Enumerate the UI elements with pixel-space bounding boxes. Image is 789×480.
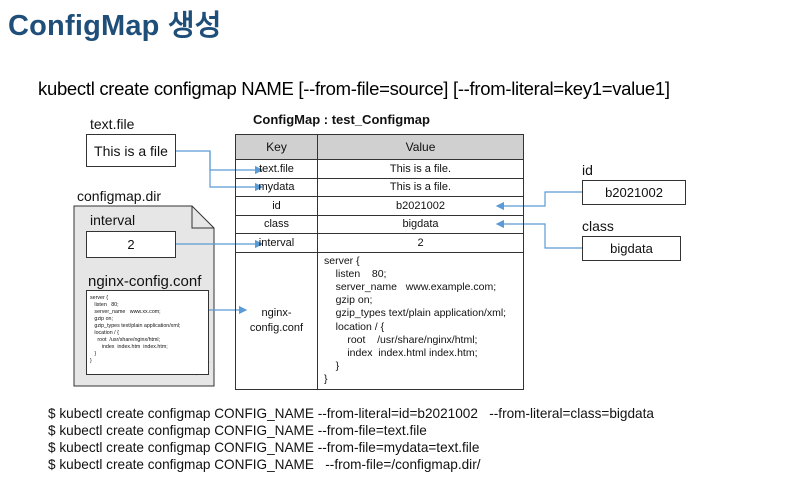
config-value: server { listen 80; server_name www.exam… [317,251,524,390]
row-value: b2021002 [317,196,524,216]
table-row: id b2021002 [235,196,524,216]
nginx-line: } [90,351,97,357]
nginx-line: server_name www.xx.com; [90,309,161,315]
interval-label: interval [90,212,136,228]
row-key: text.file [235,159,318,179]
nginx-line: gzip on; [90,316,113,322]
config-line: gzip_types text/plain application/xml; [324,307,507,320]
row-key: class [235,214,318,234]
nginx-line: listen 80; [90,302,119,308]
command-line: $ kubectl create configmap CONFIG_NAME -… [48,423,427,438]
page-title: ConfigMap 생성 [8,10,222,42]
config-key: nginx- config.conf [235,251,318,390]
table-row: mydata This is a file. [235,177,524,197]
class-box: bigdata [582,236,681,261]
nginx-line: server { [90,295,108,301]
config-line: root /usr/share/nginx/html; [324,333,478,346]
table-row: text.file This is a file. [235,159,524,179]
table-row-config: nginx- config.conf server { listen 80; s… [235,251,524,390]
config-line: } [324,373,328,386]
table-row: class bigdata [235,214,524,234]
configmap-title: ConfigMap : test_Configmap [253,112,430,127]
row-value: bigdata [317,214,524,234]
config-key-line: config.conf [249,321,304,334]
row-value: 2 [317,233,524,253]
textfile-label: text.file [90,116,135,132]
config-line: gzip on; [324,294,373,307]
nginx-line: gzip_types text/plain application/xml; [90,323,181,329]
nginx-line: } [90,358,92,364]
config-line: index index.html index.htm; [324,346,478,359]
command-line: $ kubectl create configmap CONFIG_NAME -… [48,457,481,472]
configmap-dir-label: configmap.dir [77,188,162,204]
class-label: class [582,218,614,234]
nginx-line: location / { [90,330,119,336]
config-key-line: nginx- [261,306,292,319]
id-box: b2021002 [582,180,686,205]
configmap-table: Key Value text.file This is a file. myda… [235,134,524,390]
nginx-config-box: server { listen 80; server_name www.xx.c… [86,290,209,375]
table-row: interval 2 [235,233,524,253]
command-line: $ kubectl create configmap CONFIG_NAME -… [48,440,480,455]
config-line: server { [324,254,360,267]
panel-fold [191,206,214,229]
command-syntax: kubectl create configmap NAME [--from-fi… [38,78,670,99]
command-examples: $ kubectl create configmap CONFIG_NAME -… [48,405,654,473]
row-value: This is a file. [317,159,524,179]
row-key: mydata [235,177,318,197]
textfile-box: This is a file [86,134,176,167]
nginx-line: index index.htm index.htm; [90,344,168,350]
row-key: interval [235,233,318,253]
header-value: Value [317,134,524,160]
config-line: server_name www.example.com; [324,280,497,293]
table-header-row: Key Value [235,134,524,160]
row-value: This is a file. [317,177,524,197]
config-line: location / { [324,320,385,333]
header-key: Key [235,134,318,160]
nginx-config-label: nginx-config.conf [88,273,202,290]
interval-box: 2 [86,231,176,258]
command-line: $ kubectl create configmap CONFIG_NAME -… [48,406,654,421]
nginx-line: root /usr/share/nginx/html; [90,337,161,343]
config-line: listen 80; [324,267,387,280]
row-key: id [235,196,318,216]
config-line: } [324,360,340,373]
id-label: id [582,162,593,178]
